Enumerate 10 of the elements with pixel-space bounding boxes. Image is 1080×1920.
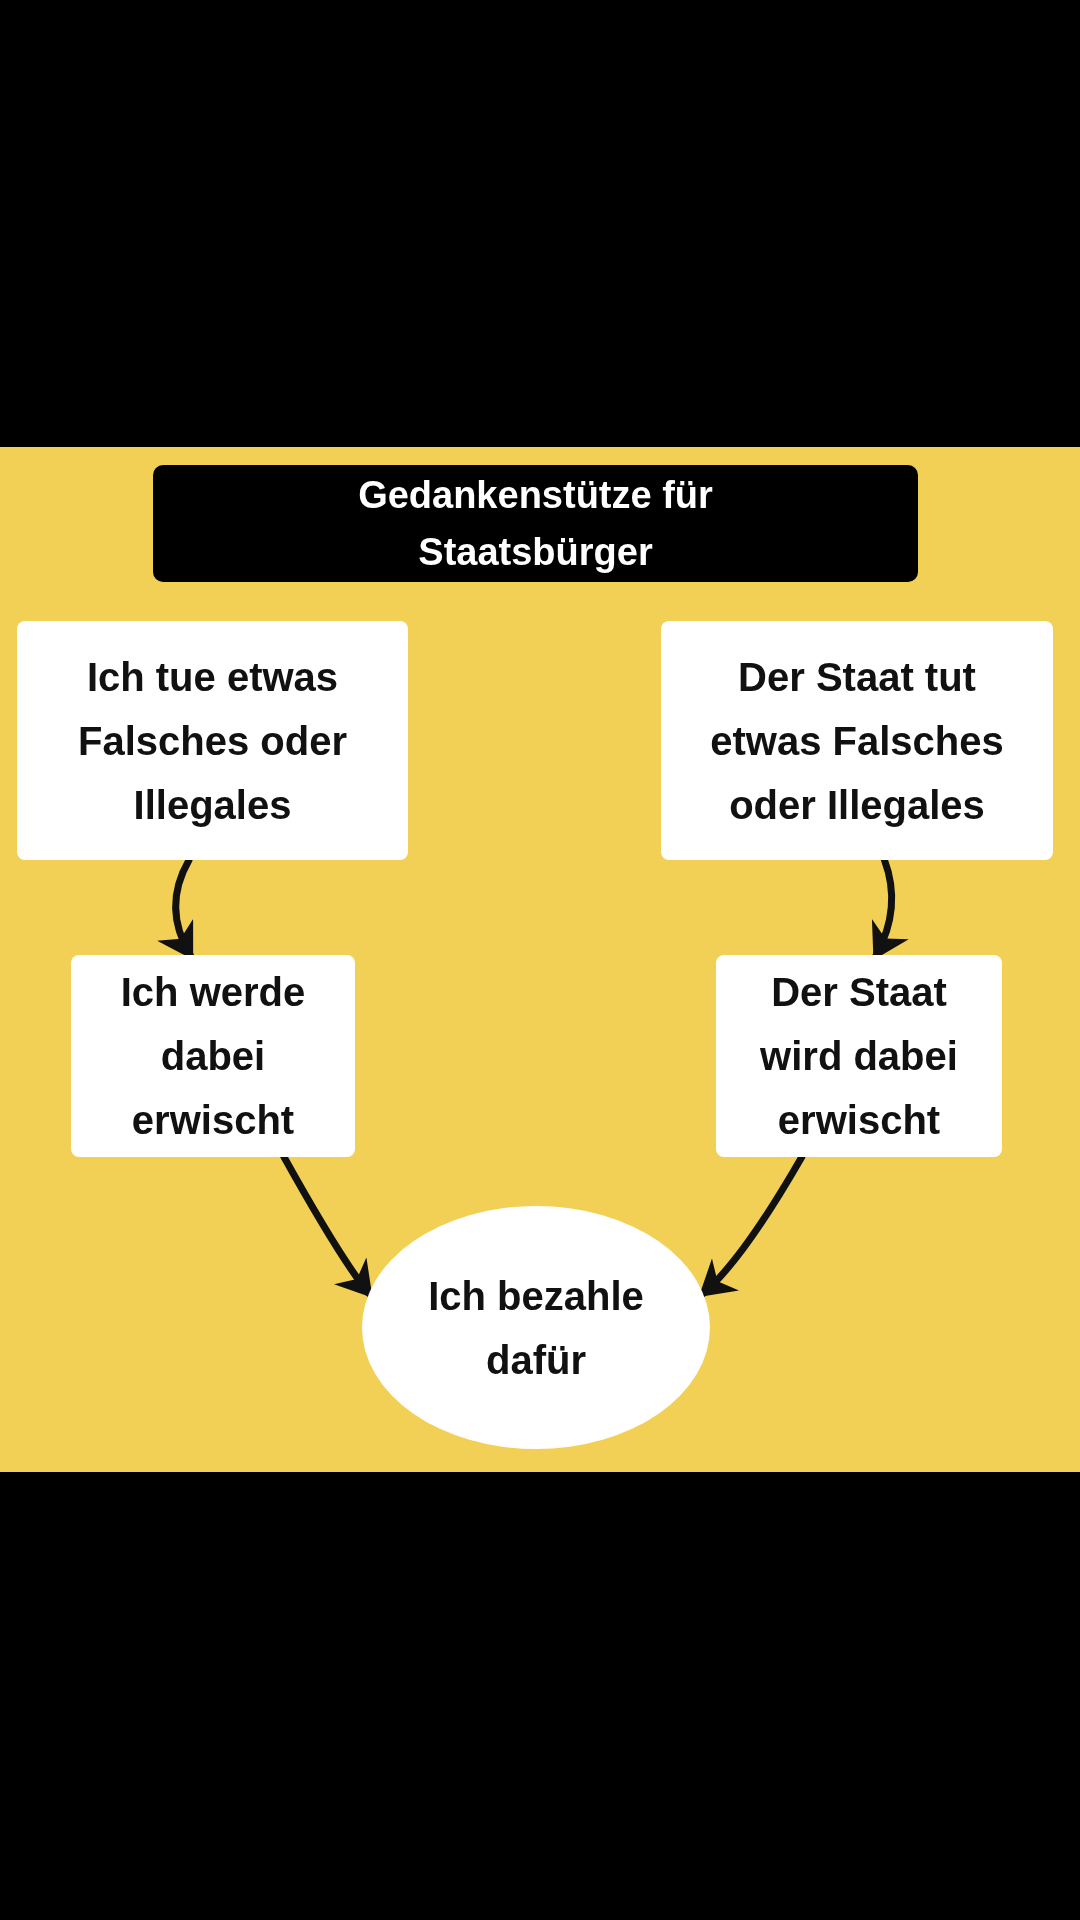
node-text: Der Staat wird dabei erwischt [759, 969, 959, 1144]
title: Gedankenstütze für Staatsbürger [357, 472, 714, 575]
node-text: Ich tue etwas Falsches oder Illegales [77, 653, 348, 829]
node-text: Ich bezahle dafür [427, 1272, 645, 1384]
statement-box [716, 955, 1002, 1157]
statement-box [71, 955, 355, 1157]
statement-box [661, 621, 1053, 860]
node-text: Der Staat tut etwas Falsches oder Illegales [709, 653, 1005, 829]
node-text: Ich werde dabei erwischt [119, 969, 307, 1144]
statement-box [17, 621, 408, 860]
